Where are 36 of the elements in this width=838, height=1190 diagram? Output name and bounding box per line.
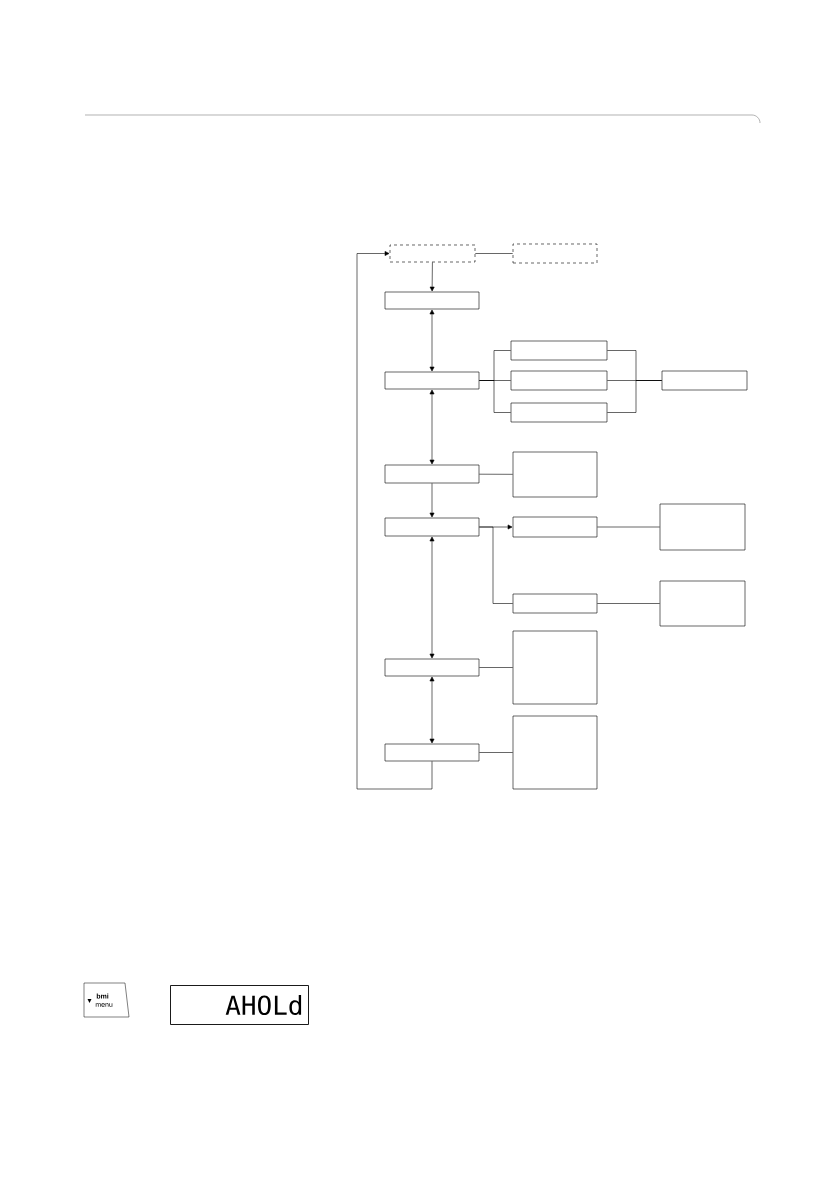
lcd-display: AHOLd xyxy=(170,985,309,1025)
connector-line xyxy=(479,667,513,668)
arrow xyxy=(429,483,435,518)
flow-box xyxy=(512,593,598,614)
connector-line xyxy=(597,526,660,528)
flow-box xyxy=(512,715,598,790)
arrow xyxy=(356,251,433,790)
flow-box xyxy=(512,630,598,705)
flow-box xyxy=(384,371,480,390)
flow-box xyxy=(510,340,608,361)
connector-line xyxy=(479,473,513,475)
flow-box xyxy=(659,580,746,627)
connector-line xyxy=(479,380,511,413)
flow-box xyxy=(384,464,480,484)
flow-box xyxy=(510,402,608,423)
flow-box xyxy=(512,243,598,264)
flow-box xyxy=(384,658,480,677)
connector-line xyxy=(479,752,513,753)
flow-box xyxy=(512,451,598,498)
arrow xyxy=(429,389,435,465)
flow-box xyxy=(384,291,480,310)
flow-box xyxy=(661,370,748,391)
arrow xyxy=(429,676,435,744)
connector-line xyxy=(479,526,513,604)
arrow xyxy=(429,309,435,372)
connector-line xyxy=(597,603,660,604)
arrow xyxy=(429,262,435,292)
connector-line xyxy=(475,253,513,254)
flow-box xyxy=(659,503,746,551)
connector-line xyxy=(607,380,662,413)
flow-box xyxy=(510,370,608,391)
flow-box xyxy=(512,516,598,538)
flow-box xyxy=(384,517,480,537)
arrow xyxy=(429,536,435,659)
flow-box xyxy=(389,244,476,263)
flow-box xyxy=(384,743,480,762)
